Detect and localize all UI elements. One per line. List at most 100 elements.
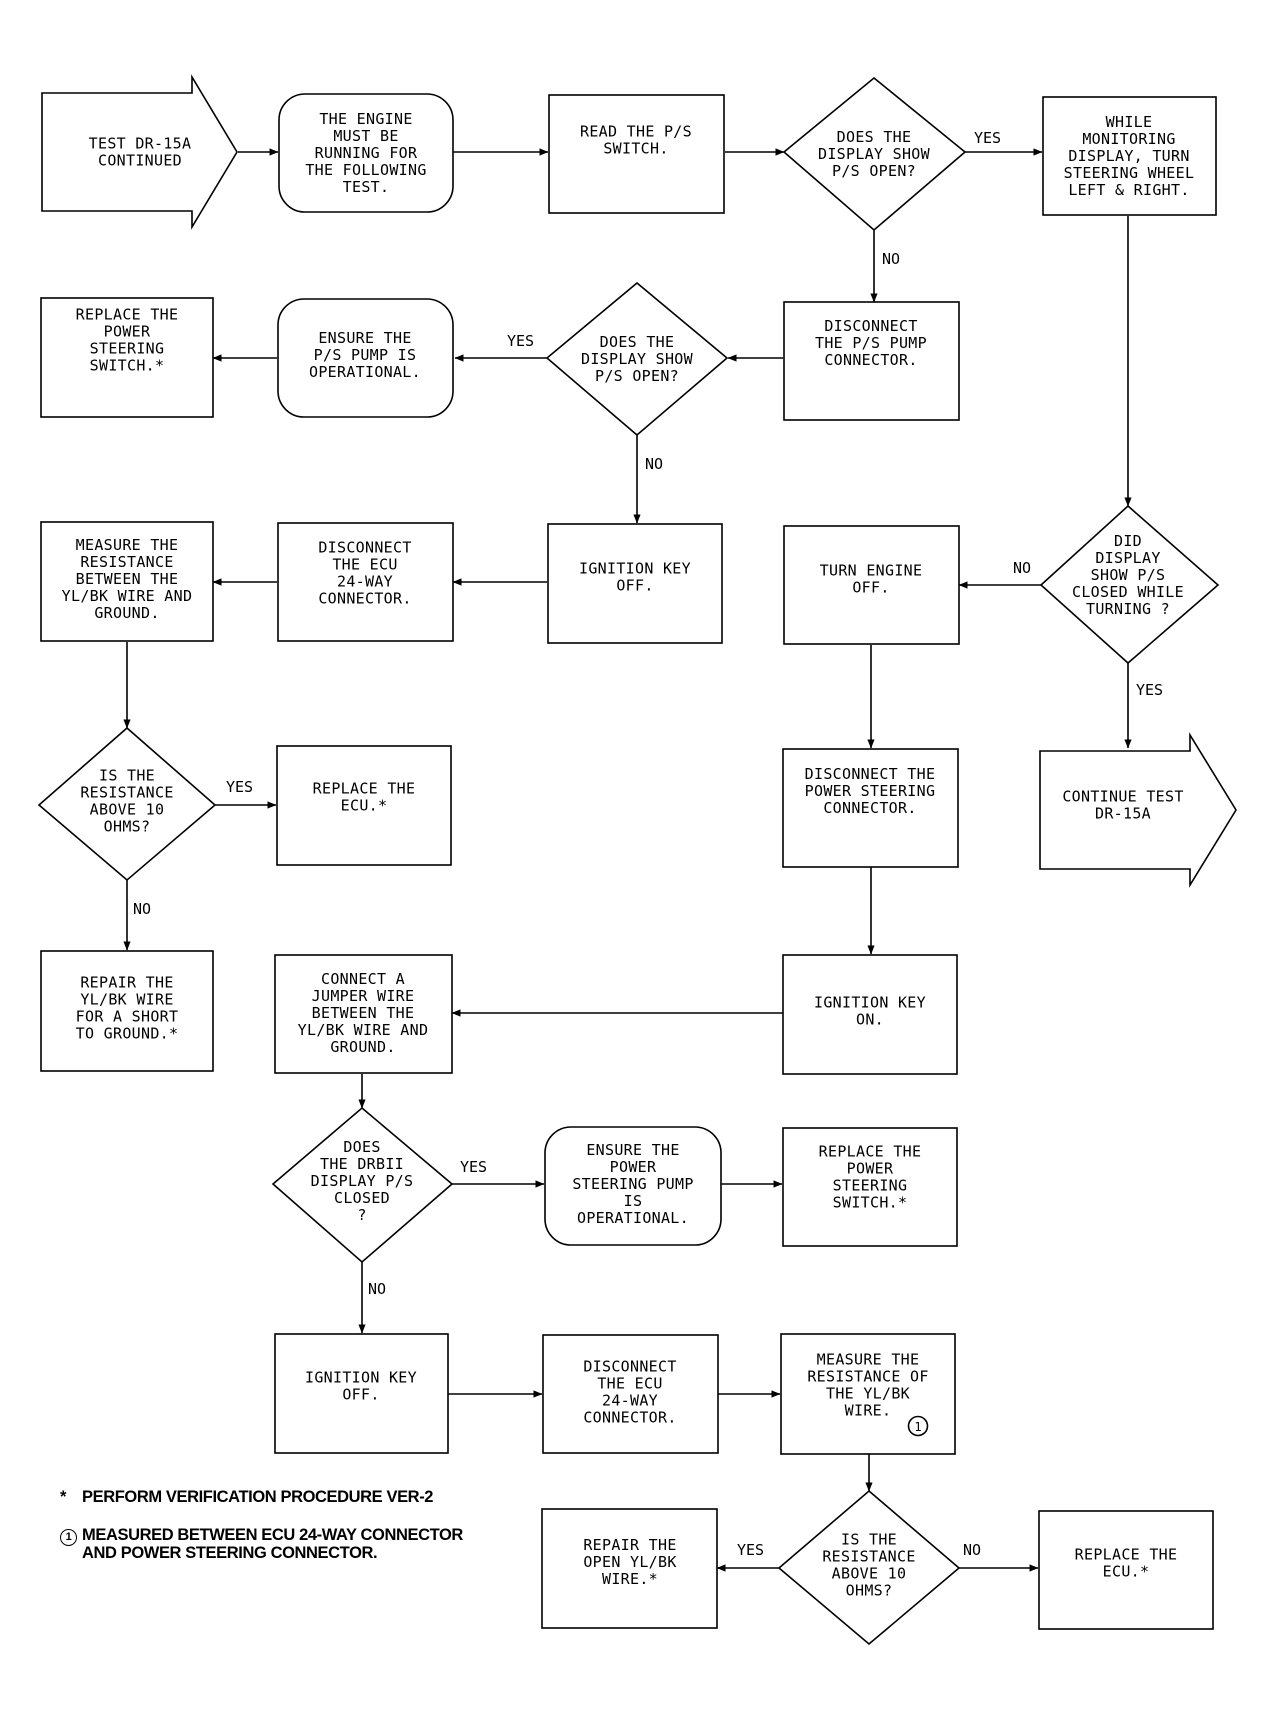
ignition-off-1-box-line: OFF.: [616, 577, 653, 595]
connectors: [123, 148, 1132, 1572]
replace-switch-2-box-line: SWITCH.*: [833, 1194, 908, 1212]
start-arrow-shape: [41, 74, 238, 230]
measure-res-2-box-line: RESISTANCE OF: [807, 1368, 928, 1386]
q-display-open-2-diamond-line: DOES THE: [600, 333, 675, 351]
q-display-open-2-diamond-line: DISPLAY SHOW: [581, 350, 694, 368]
replace-ecu-2-box-line: ECU.*: [1103, 1563, 1150, 1581]
ensure-pump-2-box-line: IS: [624, 1192, 643, 1210]
q-drbii-diamond-line: THE DRBII: [320, 1155, 404, 1173]
continue-arrow-line: CONTINUE TEST: [1062, 788, 1183, 806]
disconnect-pump-box-line: DISCONNECT: [824, 317, 917, 335]
label-no: NO: [645, 455, 663, 473]
measure-res-2-box-line: WIRE.: [845, 1402, 892, 1420]
replace-ecu-2-box-line: REPLACE THE: [1075, 1546, 1178, 1564]
connect-jumper-box: [274, 954, 453, 1074]
disconnect-ecu-1-box-line: CONNECTOR.: [318, 590, 411, 608]
disconnect-ecu-1-box-line: THE ECU: [332, 556, 397, 574]
measure-res-1-box: [40, 521, 214, 642]
ignition-off-1-box: [547, 523, 723, 644]
replace-switch-1-box-line: REPLACE THE: [76, 306, 179, 324]
disconnect-pump-box: [783, 301, 960, 421]
label-yes: YES: [1136, 681, 1163, 699]
ignition-on-box-line: ON.: [856, 1011, 884, 1029]
q-res-above-1-diamond-line: IS THE: [99, 767, 155, 785]
ignition-on-box-line: IGNITION KEY: [814, 994, 926, 1012]
measure-res-2-box-line: MEASURE THE: [817, 1351, 920, 1369]
turn-engine-off-box: [783, 525, 960, 645]
repair-open-box: [541, 1508, 718, 1629]
continue-arrow-shape: [1039, 732, 1237, 888]
q-drbii-diamond-line: DOES: [343, 1138, 380, 1156]
repair-open-box-line: REPAIR THE: [583, 1536, 676, 1554]
ensure-pump-2-box-line: ENSURE THE: [586, 1141, 679, 1159]
read-ps-box-line: READ THE P/S: [580, 123, 692, 141]
disconnect-ps-conn-box-line: DISCONNECT THE: [805, 765, 936, 783]
disconnect-ecu-2-box-line: CONNECTOR.: [583, 1409, 676, 1427]
disconnect-pump-box-line: CONNECTOR.: [824, 351, 917, 369]
circled-one-marker: 1: [60, 1526, 82, 1546]
ensure-pump-2-box: [544, 1126, 722, 1246]
engine-running-box-line: THE FOLLOWING: [305, 161, 426, 179]
replace-ecu-1-box: [276, 745, 452, 866]
ensure-pump-box-line: OPERATIONAL.: [309, 363, 421, 381]
q-res-above-1-diamond: [37, 726, 217, 882]
turn-engine-off-box-line: TURN ENGINE: [820, 562, 923, 580]
circled-one-icon: 1: [60, 1529, 77, 1546]
label-yes: YES: [507, 332, 534, 350]
asterisk-marker: *: [60, 1488, 67, 1506]
ignition-off-2-box-line: OFF.: [342, 1386, 379, 1404]
monitoring-box-line: MONITORING: [1082, 130, 1175, 148]
disconnect-ps-conn-box-line: POWER STEERING: [805, 782, 936, 800]
q-res-above-1-diamond-line: RESISTANCE: [80, 784, 173, 802]
q-res-above-2-diamond: [777, 1489, 961, 1646]
ensure-pump-box-line: ENSURE THE: [318, 329, 411, 347]
disconnect-ecu-1-box: [277, 522, 454, 642]
replace-switch-2-box-line: REPLACE THE: [819, 1143, 922, 1161]
read-ps-box: [548, 94, 725, 214]
measure-res-1-box-line: RESISTANCE: [80, 553, 173, 571]
measure-res-1-box-line: YL/BK WIRE AND: [62, 587, 193, 605]
q-res-above-1-diamond-line: OHMS?: [104, 818, 151, 836]
label-no: NO: [963, 1541, 981, 1559]
footnote-measured: 1 MEASURED BETWEEN ECU 24-WAY CONNECTOR …: [60, 1526, 500, 1562]
repair-short-box-line: YL/BK WIRE: [80, 991, 173, 1009]
label-yes: YES: [226, 778, 253, 796]
q-display-open-2-diamond-line: P/S OPEN?: [595, 367, 679, 385]
footnotes: * PERFORM VERIFICATION PROCEDURE VER-2 1…: [60, 1488, 500, 1582]
replace-switch-1-box-line: SWITCH.*: [90, 357, 165, 375]
continue-arrow-line: DR-15A: [1095, 805, 1151, 823]
replace-ecu-2-box: [1038, 1510, 1214, 1630]
disconnect-ps-conn-box: [782, 748, 959, 868]
q-display-open-diamond: [782, 76, 967, 232]
label-no: NO: [368, 1280, 386, 1298]
footnote-circle-number: 1: [914, 1420, 921, 1434]
connect-jumper-box-line: JUMPER WIRE: [312, 987, 415, 1005]
ensure-pump-box-line: P/S PUMP IS: [314, 346, 417, 364]
nodes: [37, 74, 1237, 1646]
q-drbii-diamond-line: ?: [357, 1206, 366, 1224]
q-did-display-diamond-line: TURNING ?: [1086, 600, 1170, 618]
start-arrow-line: CONTINUED: [98, 152, 182, 170]
q-drbii-diamond-line: DISPLAY P/S: [311, 1172, 414, 1190]
ensure-pump-2-box-line: OPERATIONAL.: [577, 1209, 689, 1227]
engine-running-box-line: MUST BE: [333, 127, 398, 145]
q-did-display-diamond: [1039, 504, 1220, 665]
q-res-above-2-diamond-line: ABOVE 10: [832, 1565, 907, 1583]
q-did-display-diamond-line: CLOSED WHILE: [1072, 583, 1184, 601]
measure-res-2-box-line: THE YL/BK: [826, 1385, 910, 1403]
label-no: NO: [882, 250, 900, 268]
